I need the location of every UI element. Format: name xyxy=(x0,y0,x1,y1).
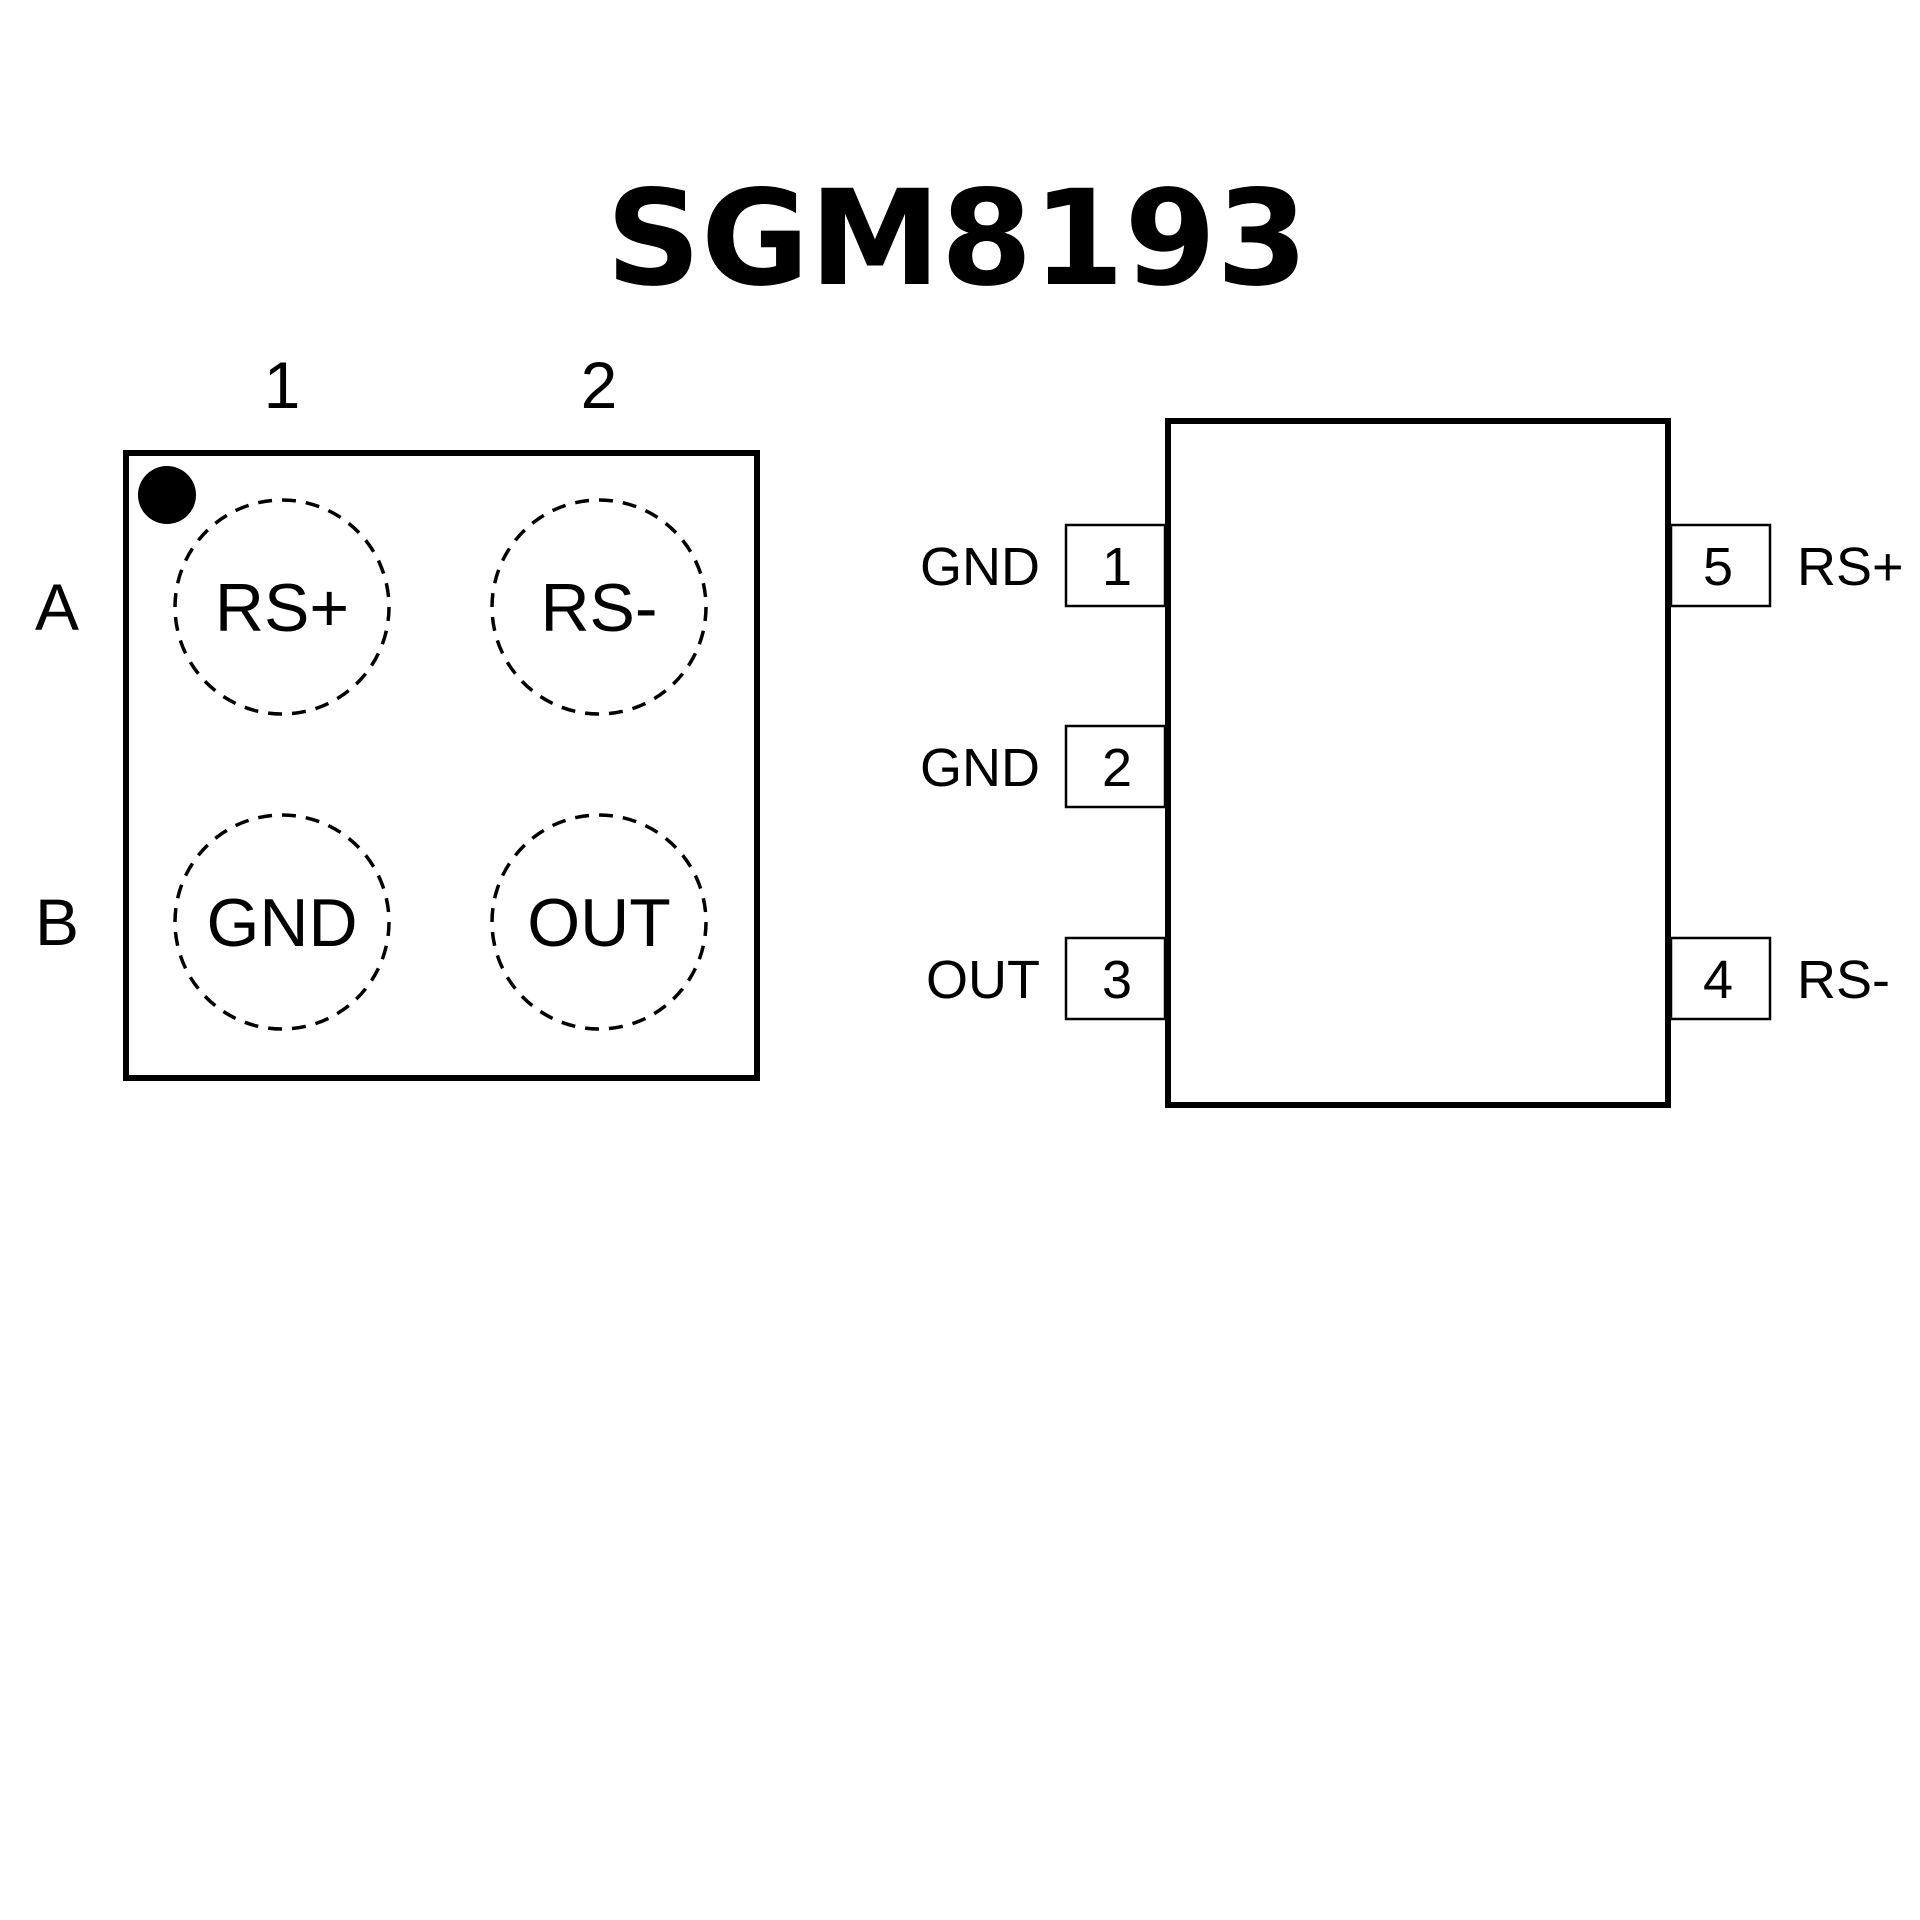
pin-2: 2 GND xyxy=(920,724,1167,809)
wlcsp-package: 1 2 A B RS+ RS- GND OUT xyxy=(35,348,760,1081)
ball-label: RS+ xyxy=(215,570,349,646)
pin-number: 5 xyxy=(1703,537,1733,597)
pin-name: OUT xyxy=(926,950,1040,1010)
sot-package: 1 GND 2 GND 3 OUT 5 RS+ 4 RS- xyxy=(920,418,1904,1108)
pin-name: RS- xyxy=(1797,950,1890,1010)
pin-pad xyxy=(1669,936,1772,1021)
ball-b1: GND xyxy=(173,813,391,1031)
part-number-title: SGM8193 xyxy=(606,162,1308,316)
ball-b2: OUT xyxy=(490,813,708,1031)
pin-number: 3 xyxy=(1102,950,1132,1010)
ball-outline xyxy=(490,813,708,1031)
pin-5: 5 RS+ xyxy=(1669,523,1904,608)
pin-3: 3 OUT xyxy=(926,936,1167,1021)
pin-number: 4 xyxy=(1703,950,1733,1010)
ball-label: GND xyxy=(206,885,357,961)
column-label-1: 1 xyxy=(264,348,301,422)
ball-label: OUT xyxy=(527,885,671,961)
ball-a1: RS+ xyxy=(173,498,391,716)
pin1-dot-icon xyxy=(138,466,196,524)
ball-outline xyxy=(173,498,391,716)
column-label-2: 2 xyxy=(581,348,618,422)
ball-a2: RS- xyxy=(490,498,708,716)
pin-name: RS+ xyxy=(1797,537,1904,597)
pin-pad xyxy=(1064,724,1167,809)
pin-1: 1 GND xyxy=(920,523,1167,608)
ball-outline xyxy=(490,498,708,716)
pin-pad xyxy=(1064,936,1167,1021)
pin-pad xyxy=(1669,523,1772,608)
row-label-b: B xyxy=(35,885,79,959)
pin-pad xyxy=(1064,523,1167,608)
sot-body xyxy=(1165,418,1671,1108)
wlcsp-outline xyxy=(123,450,760,1081)
pin-number: 1 xyxy=(1102,537,1132,597)
ball-outline xyxy=(173,813,391,1031)
pin-name: GND xyxy=(920,738,1040,798)
ball-label: RS- xyxy=(540,570,657,646)
row-label-a: A xyxy=(35,570,79,644)
pin-name: GND xyxy=(920,537,1040,597)
pin-number: 2 xyxy=(1102,738,1132,798)
pin-4: 4 RS- xyxy=(1669,936,1890,1021)
